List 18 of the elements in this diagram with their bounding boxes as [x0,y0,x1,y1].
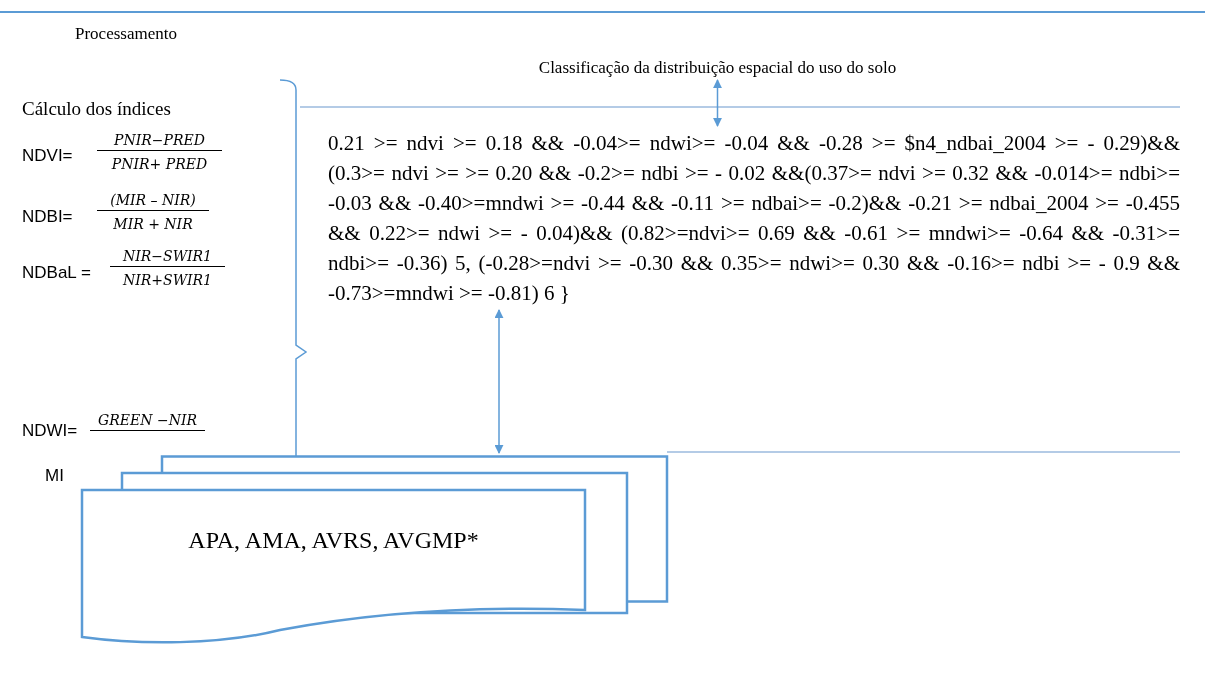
formula-name: NDBI= [22,207,73,227]
diagram-title: Classificação da distribuição espacial do uso do solo [440,58,995,78]
formula-name: NDVI= [22,146,73,166]
column-heading: Processamento [75,24,177,44]
formula-numerator: GREEN −NIR [90,410,205,431]
double-arrow [494,309,504,454]
formula-numerator: PNIR−PRED [97,130,222,151]
section-heading: Cálculo dos índices [22,98,171,120]
formula-denominator: PNIR+ PRED [110,155,209,174]
formula-name: MI [45,466,64,486]
formula-name: NDBaL = [22,263,91,283]
formula-numerator: NIR−SWIR1 [110,246,225,267]
formula-name: NDWI= [22,421,78,441]
document-label: APA, AMA, AVRS, AVGMP* [187,527,480,554]
formula-denominator: MIR + NIR [112,215,194,234]
double-arrow [713,79,722,127]
formula-numerator: (MIR – NIR) [97,190,209,211]
formula-denominator: NIR+SWIR1 [121,271,213,290]
